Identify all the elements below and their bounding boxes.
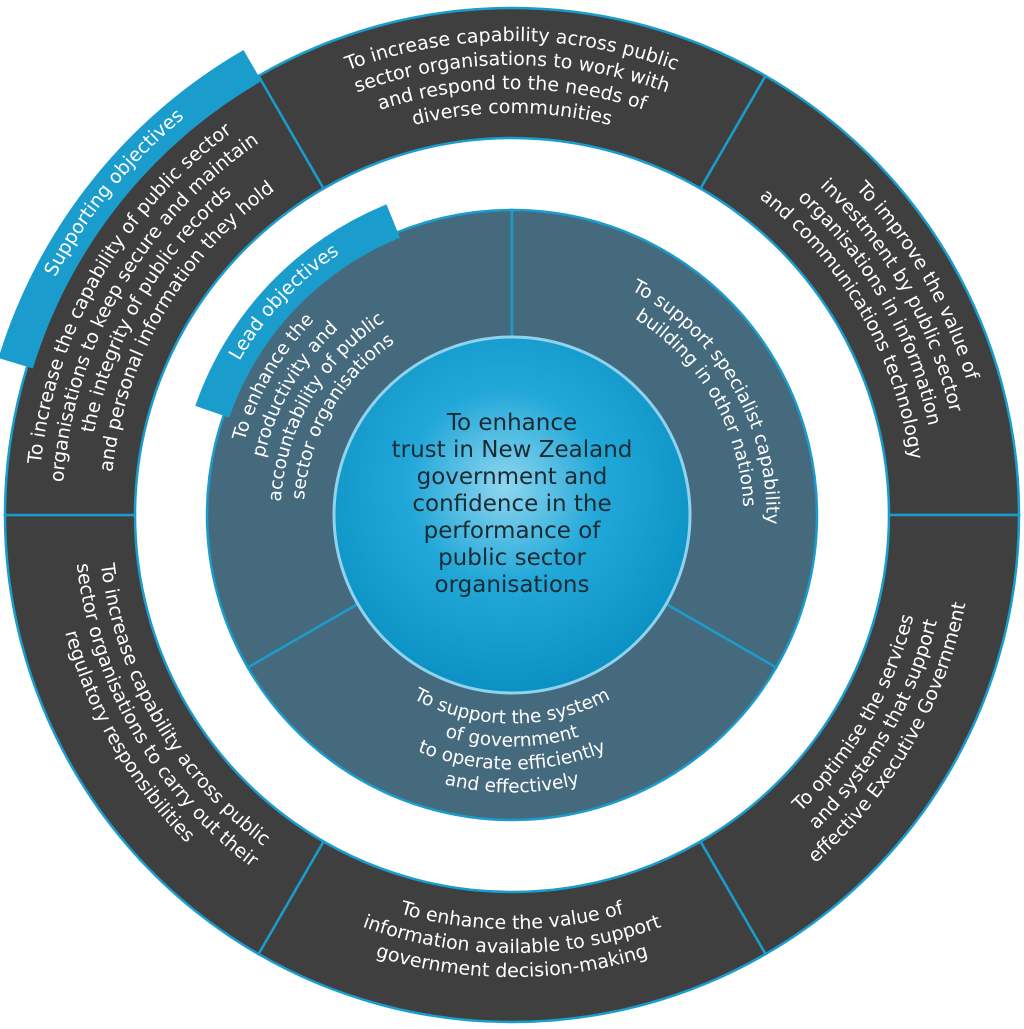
central-outcome-circle [332, 335, 692, 695]
central-outcome-line: confidence in the [412, 491, 611, 517]
central-outcome-line: public sector [438, 545, 586, 571]
lead-objectives-tab-shape [195, 204, 400, 418]
lead-objectives-ring [205, 208, 819, 822]
central-outcome-line: organisations [435, 572, 590, 598]
central-outcome-line: government and [417, 464, 608, 490]
supporting-objectives-tab-shape [0, 49, 262, 369]
central-outcome-line: To enhance [446, 410, 577, 436]
central-outcome-line: trust in New Zealand [392, 437, 633, 463]
central-outcome-line: performance of [424, 518, 602, 544]
